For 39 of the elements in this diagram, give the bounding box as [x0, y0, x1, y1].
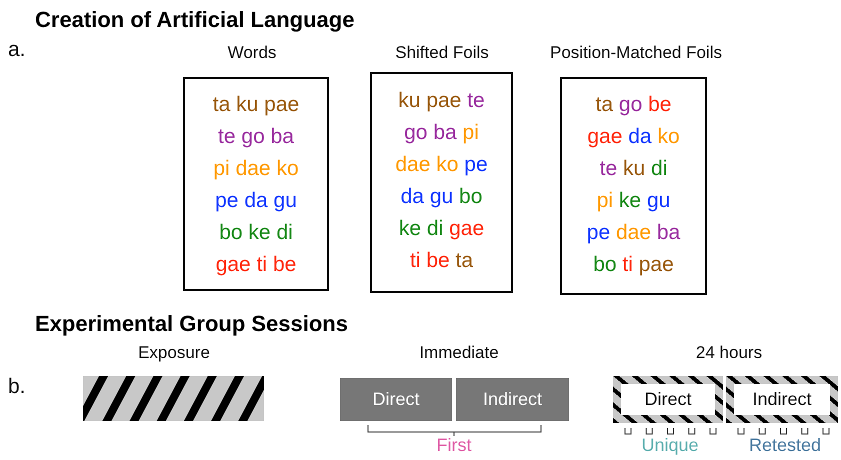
test-box: Indirect	[456, 378, 569, 421]
column-heading: Shifted Foils	[395, 43, 489, 63]
section-heading: Experimental Group Sessions	[35, 311, 348, 337]
striped-block	[83, 376, 264, 421]
syllable-triplet: ta ku pae	[212, 93, 300, 117]
syllable-triplet: dae ko pe	[394, 153, 489, 177]
syllable-triplet: ke di gae	[398, 217, 486, 241]
session-heading: Immediate	[419, 343, 499, 363]
column-heading: Words	[228, 43, 276, 63]
syllable-triplet: gae da ko	[586, 125, 681, 149]
syllable-triplet: gae ti be	[214, 253, 298, 277]
column-heading: Position-Matched Foils	[550, 43, 722, 63]
group-label: First	[436, 435, 472, 456]
syllable-triplet: go ba pi	[403, 121, 480, 145]
syllable-triplet: te ku di	[598, 157, 668, 181]
syllable-triplet: da gu bo	[400, 185, 484, 209]
syllable-list-box	[183, 77, 329, 291]
syllable-triplet: bo ti pae	[592, 253, 675, 277]
group-label: Retested	[748, 435, 822, 456]
panel-letter: b.	[8, 375, 26, 399]
session-heading: Exposure	[138, 343, 210, 363]
group-label: Unique	[641, 435, 699, 456]
syllable-triplet: bo ke di	[218, 221, 294, 245]
syllable-triplet: ti be ta	[408, 249, 474, 273]
syllable-triplet: ta go be	[594, 93, 672, 117]
striped-border-box: Direct	[613, 376, 723, 423]
syllable-list-box	[560, 77, 707, 295]
syllable-triplet: te go ba	[217, 125, 295, 149]
syllable-triplet: pi ke gu	[596, 189, 672, 213]
panel-letter: a.	[8, 38, 26, 62]
syllable-list-box	[370, 72, 513, 293]
striped-border-box: Indirect	[726, 376, 838, 423]
syllable-triplet: ku pae te	[397, 89, 486, 113]
test-box: Direct	[340, 378, 452, 421]
session-heading: 24 hours	[696, 343, 762, 363]
section-heading: Creation of Artificial Language	[35, 7, 354, 33]
syllable-triplet: pi dae ko	[212, 157, 300, 181]
syllable-triplet: pe dae ba	[586, 221, 682, 245]
syllable-triplet: pe da gu	[214, 189, 298, 213]
